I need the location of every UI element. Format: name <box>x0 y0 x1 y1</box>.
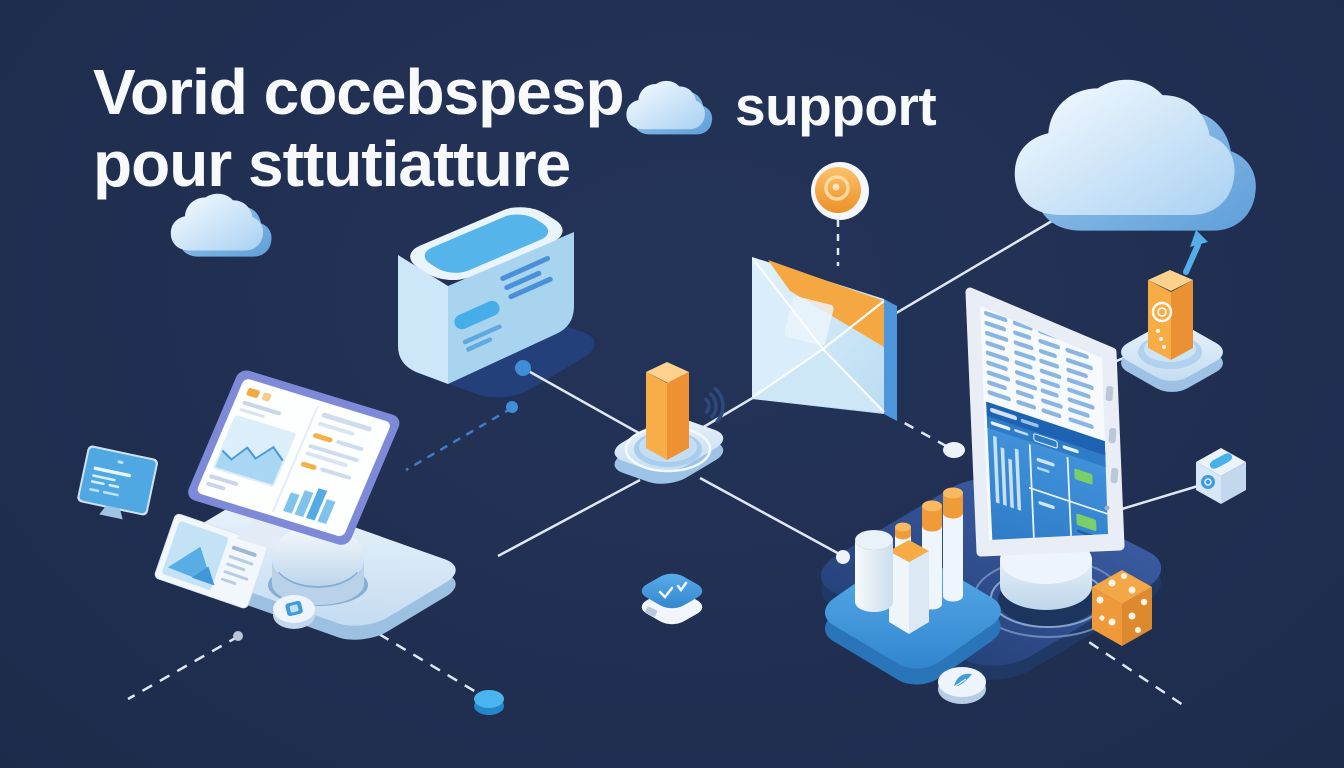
wifi-waves-icon <box>704 387 725 424</box>
phone-device <box>1121 230 1223 392</box>
storage-tray <box>398 207 663 472</box>
dice-cube-icon <box>1092 570 1152 646</box>
analytics-monitor <box>965 287 1125 610</box>
support-label: support <box>735 75 937 137</box>
module-cube-icon <box>1196 448 1246 504</box>
cloud-large-icon <box>1014 79 1256 231</box>
network-nodes <box>233 212 1063 715</box>
signal-pillar-icon <box>646 362 689 460</box>
router-box-icon <box>641 573 703 625</box>
cloud-small-left-icon <box>170 193 272 257</box>
title-line-1: Vorid cocebspesp <box>93 56 625 128</box>
target-badge-icon <box>811 162 869 220</box>
title-line-2: pour sttutiatture <box>93 128 571 200</box>
mini-display <box>77 445 158 520</box>
dashboard-monitor <box>188 370 400 552</box>
page-title: Vorid cocebspesp pour sttutiatture <box>93 56 625 200</box>
cloud-small-center-icon <box>626 80 713 135</box>
feather-button-icon <box>938 667 986 704</box>
launch-arrow-icon <box>1183 242 1201 275</box>
power-button-icon <box>273 595 315 629</box>
email-envelope-icon <box>752 257 897 421</box>
data-cylinders <box>824 487 1001 685</box>
